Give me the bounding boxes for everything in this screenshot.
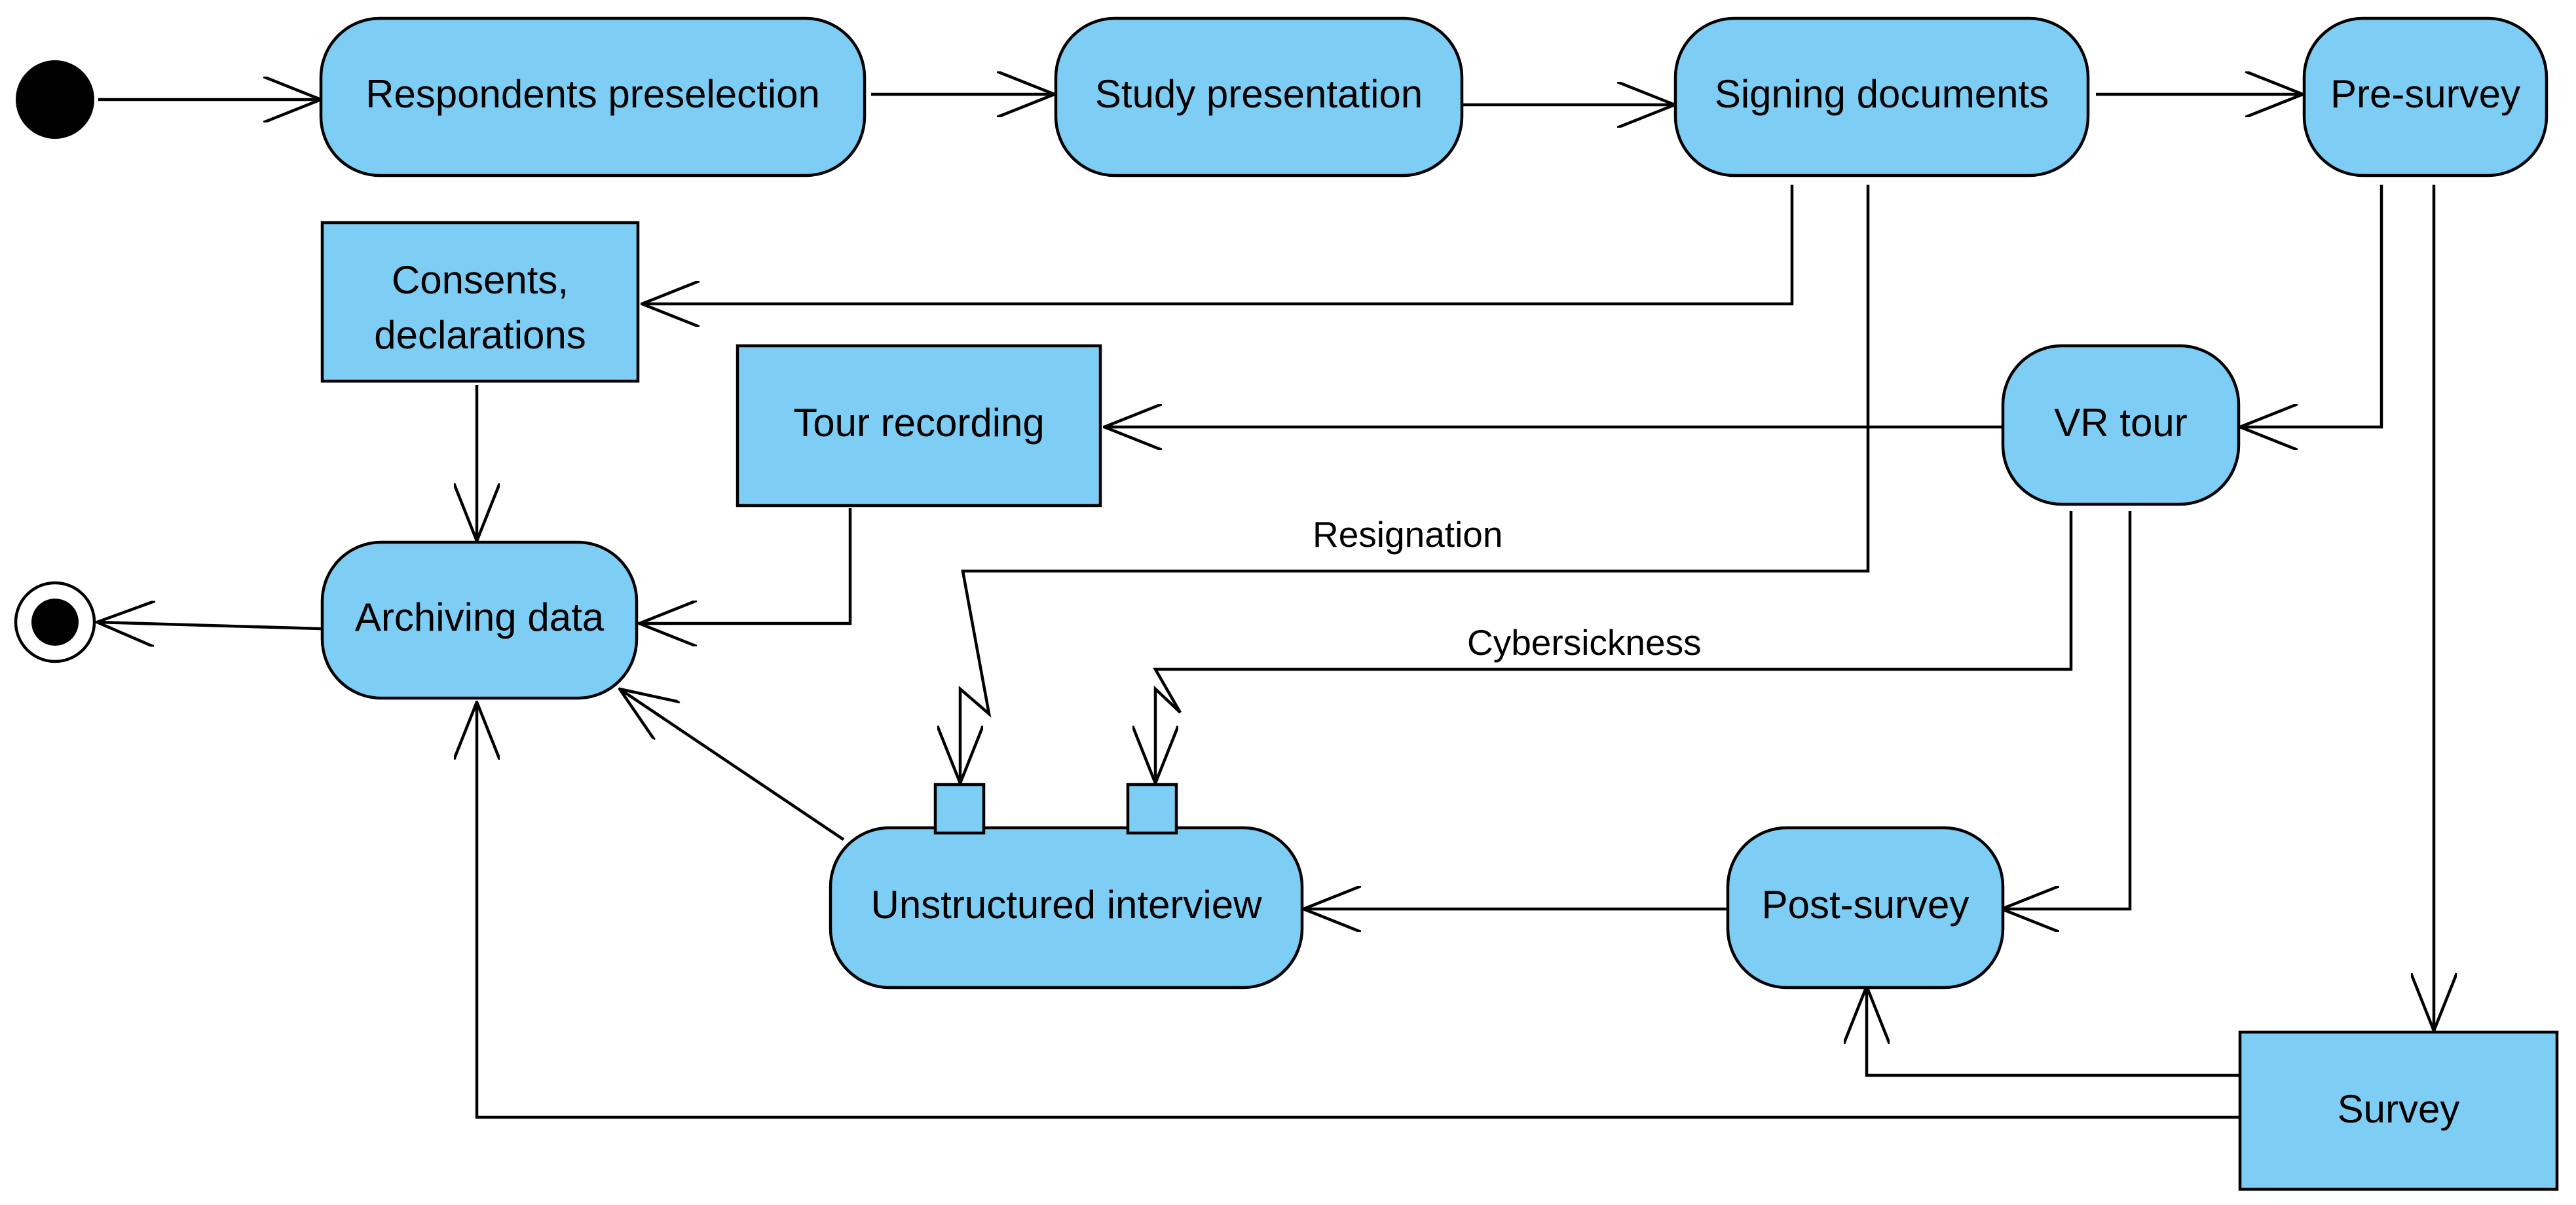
edge-label-cybersickness: Cybersickness [1467, 622, 1702, 663]
edge-label-resignation: Resignation [1313, 514, 1503, 555]
action-pre-survey: Pre-survey [2302, 16, 2548, 177]
edge-archiving-to-end [97, 622, 322, 629]
object-survey: Survey [2238, 1030, 2559, 1191]
svg-text:Study presentation: Study presentation [1095, 72, 1423, 116]
svg-text:Respondents preselection: Respondents preselection [365, 72, 820, 116]
action-study-presentation: Study presentation [1054, 16, 1464, 177]
pin-resignation [933, 783, 986, 835]
svg-text:Archiving data: Archiving data [355, 595, 605, 639]
action-signing-documents: Signing documents [1673, 16, 2090, 177]
action-post-survey: Post-survey [1726, 826, 2005, 990]
action-archiving-data: Archiving data [320, 540, 639, 700]
action-vr-tour: VR tour [2001, 344, 2241, 506]
edge-cybersickness [1155, 511, 2073, 783]
action-respondents-preselection: Respondents preselection [319, 16, 867, 177]
edge-presurvey-to-vrtour [2240, 185, 2383, 427]
svg-text:VR tour: VR tour [2054, 401, 2187, 445]
edge-resignation [960, 185, 1870, 783]
svg-text:Tour recording: Tour recording [793, 401, 1045, 445]
svg-text:Unstructured interview: Unstructured interview [871, 883, 1263, 927]
svg-text:Pre-survey: Pre-survey [2330, 72, 2520, 116]
pin-cybersickness [1126, 783, 1178, 835]
end-node [14, 581, 96, 663]
edge-interview-to-archiving [620, 689, 845, 841]
start-node [16, 60, 94, 139]
edge-vrtour-to-postsurvey [2002, 511, 2132, 909]
action-unstructured-interview: Unstructured interview [829, 826, 1304, 990]
svg-text:declarations: declarations [374, 313, 586, 357]
edge-recording-to-archiving [639, 508, 852, 623]
svg-text:Post-survey: Post-survey [1762, 883, 1969, 927]
edge-survey-to-archiving [477, 702, 2239, 1119]
edges [97, 94, 2434, 1119]
svg-text:Survey: Survey [2338, 1087, 2460, 1131]
edge-survey-to-postsurvey [1867, 986, 2239, 1077]
svg-text:Consents,: Consents, [392, 258, 569, 302]
svg-text:Signing documents: Signing documents [1715, 72, 2049, 116]
object-consents-declarations: Consents, declarations [320, 221, 640, 383]
edge-signing-to-consents [642, 185, 1794, 304]
object-tour-recording: Tour recording [736, 344, 1102, 508]
